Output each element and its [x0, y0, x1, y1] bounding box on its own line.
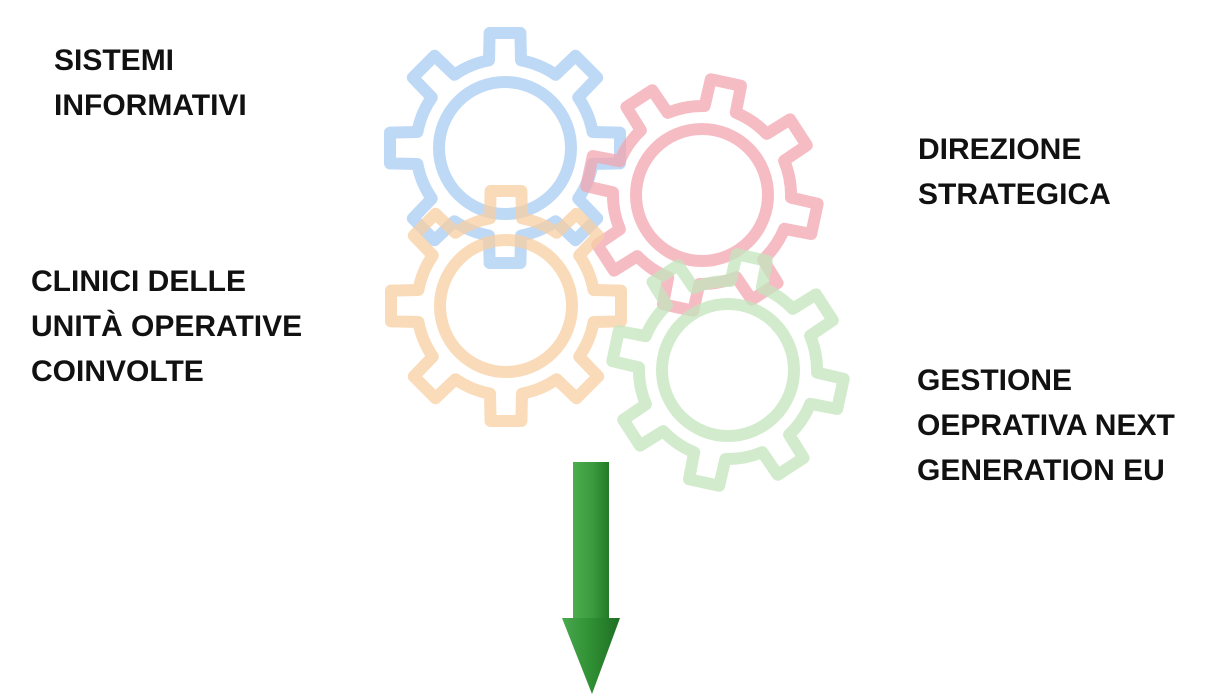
label-direzione-strategica: DIREZIONE STRATEGICA: [918, 127, 1111, 217]
label-line: DIREZIONE: [918, 133, 1082, 166]
label-gestione-operativa: GESTIONE OEPRATIVA NEXT GENERATION EU: [917, 358, 1175, 493]
gear-hole: [656, 298, 800, 442]
red-gear-icon: [580, 73, 824, 317]
arrow-shaft: [573, 462, 609, 628]
down-arrow-icon: [562, 462, 620, 694]
gear-outline: [385, 185, 627, 427]
arrow-head: [562, 618, 620, 694]
gear-hole: [434, 234, 578, 378]
gear-outline: [384, 27, 626, 269]
label-line: INFORMATIVI: [54, 89, 247, 122]
gear-outline: [606, 248, 850, 492]
label-line: UNITÀ OPERATIVE: [31, 310, 303, 343]
blue-gear-icon: [384, 27, 626, 269]
orange-gear-icon: [385, 185, 627, 427]
gear-group: [384, 27, 850, 492]
label-line: OEPRATIVA NEXT: [917, 409, 1175, 442]
label-line: CLINICI DELLE: [31, 265, 246, 298]
label-line: GESTIONE: [917, 364, 1073, 397]
gear-hole: [433, 76, 577, 220]
label-line: SISTEMI: [54, 44, 175, 77]
label-line: GENERATION EU: [917, 454, 1165, 487]
label-clinici-unita-operative: CLINICI DELLE UNITÀ OPERATIVE COINVOLTE: [31, 259, 302, 394]
gear-hole: [630, 123, 774, 267]
gear-outline: [580, 73, 824, 317]
label-sistemi-informativi: SISTEMI INFORMATIVI: [54, 38, 247, 128]
green-gear-icon: [606, 248, 850, 492]
label-line: COINVOLTE: [31, 355, 204, 388]
label-line: STRATEGICA: [918, 178, 1111, 211]
